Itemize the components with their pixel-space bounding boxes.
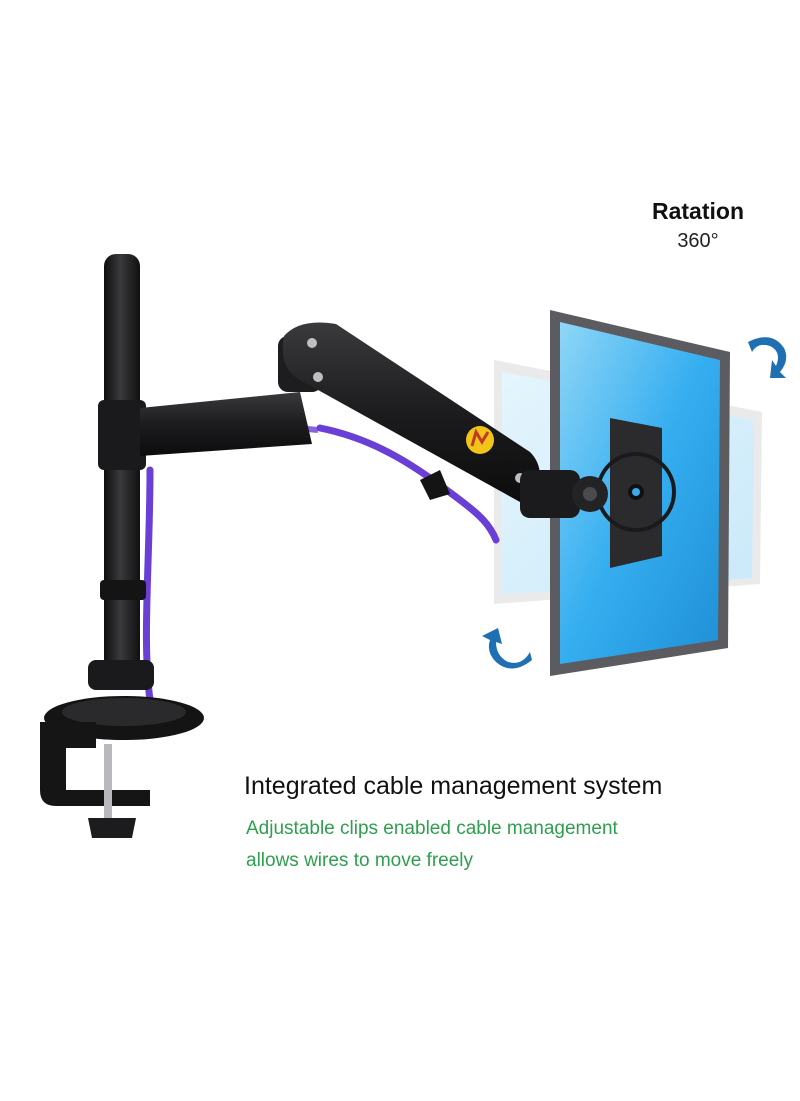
tilt-head bbox=[520, 470, 608, 518]
brand-badge-icon bbox=[466, 426, 494, 454]
rotate-arrow-icon bbox=[482, 628, 532, 669]
rotation-title: Ratation bbox=[652, 198, 744, 224]
feature-description-line: Adjustable clips enabled cable managemen… bbox=[246, 818, 618, 839]
cable bbox=[142, 424, 500, 704]
desk-clamp bbox=[40, 696, 204, 838]
rotation-value: 360° bbox=[677, 230, 719, 252]
feature-description-line: allows wires to move freely bbox=[246, 850, 474, 871]
monitor-portrait bbox=[550, 310, 730, 676]
rotate-arrow-icon bbox=[748, 337, 787, 378]
feature-headline: Integrated cable management system bbox=[244, 772, 663, 800]
pole bbox=[88, 254, 154, 690]
